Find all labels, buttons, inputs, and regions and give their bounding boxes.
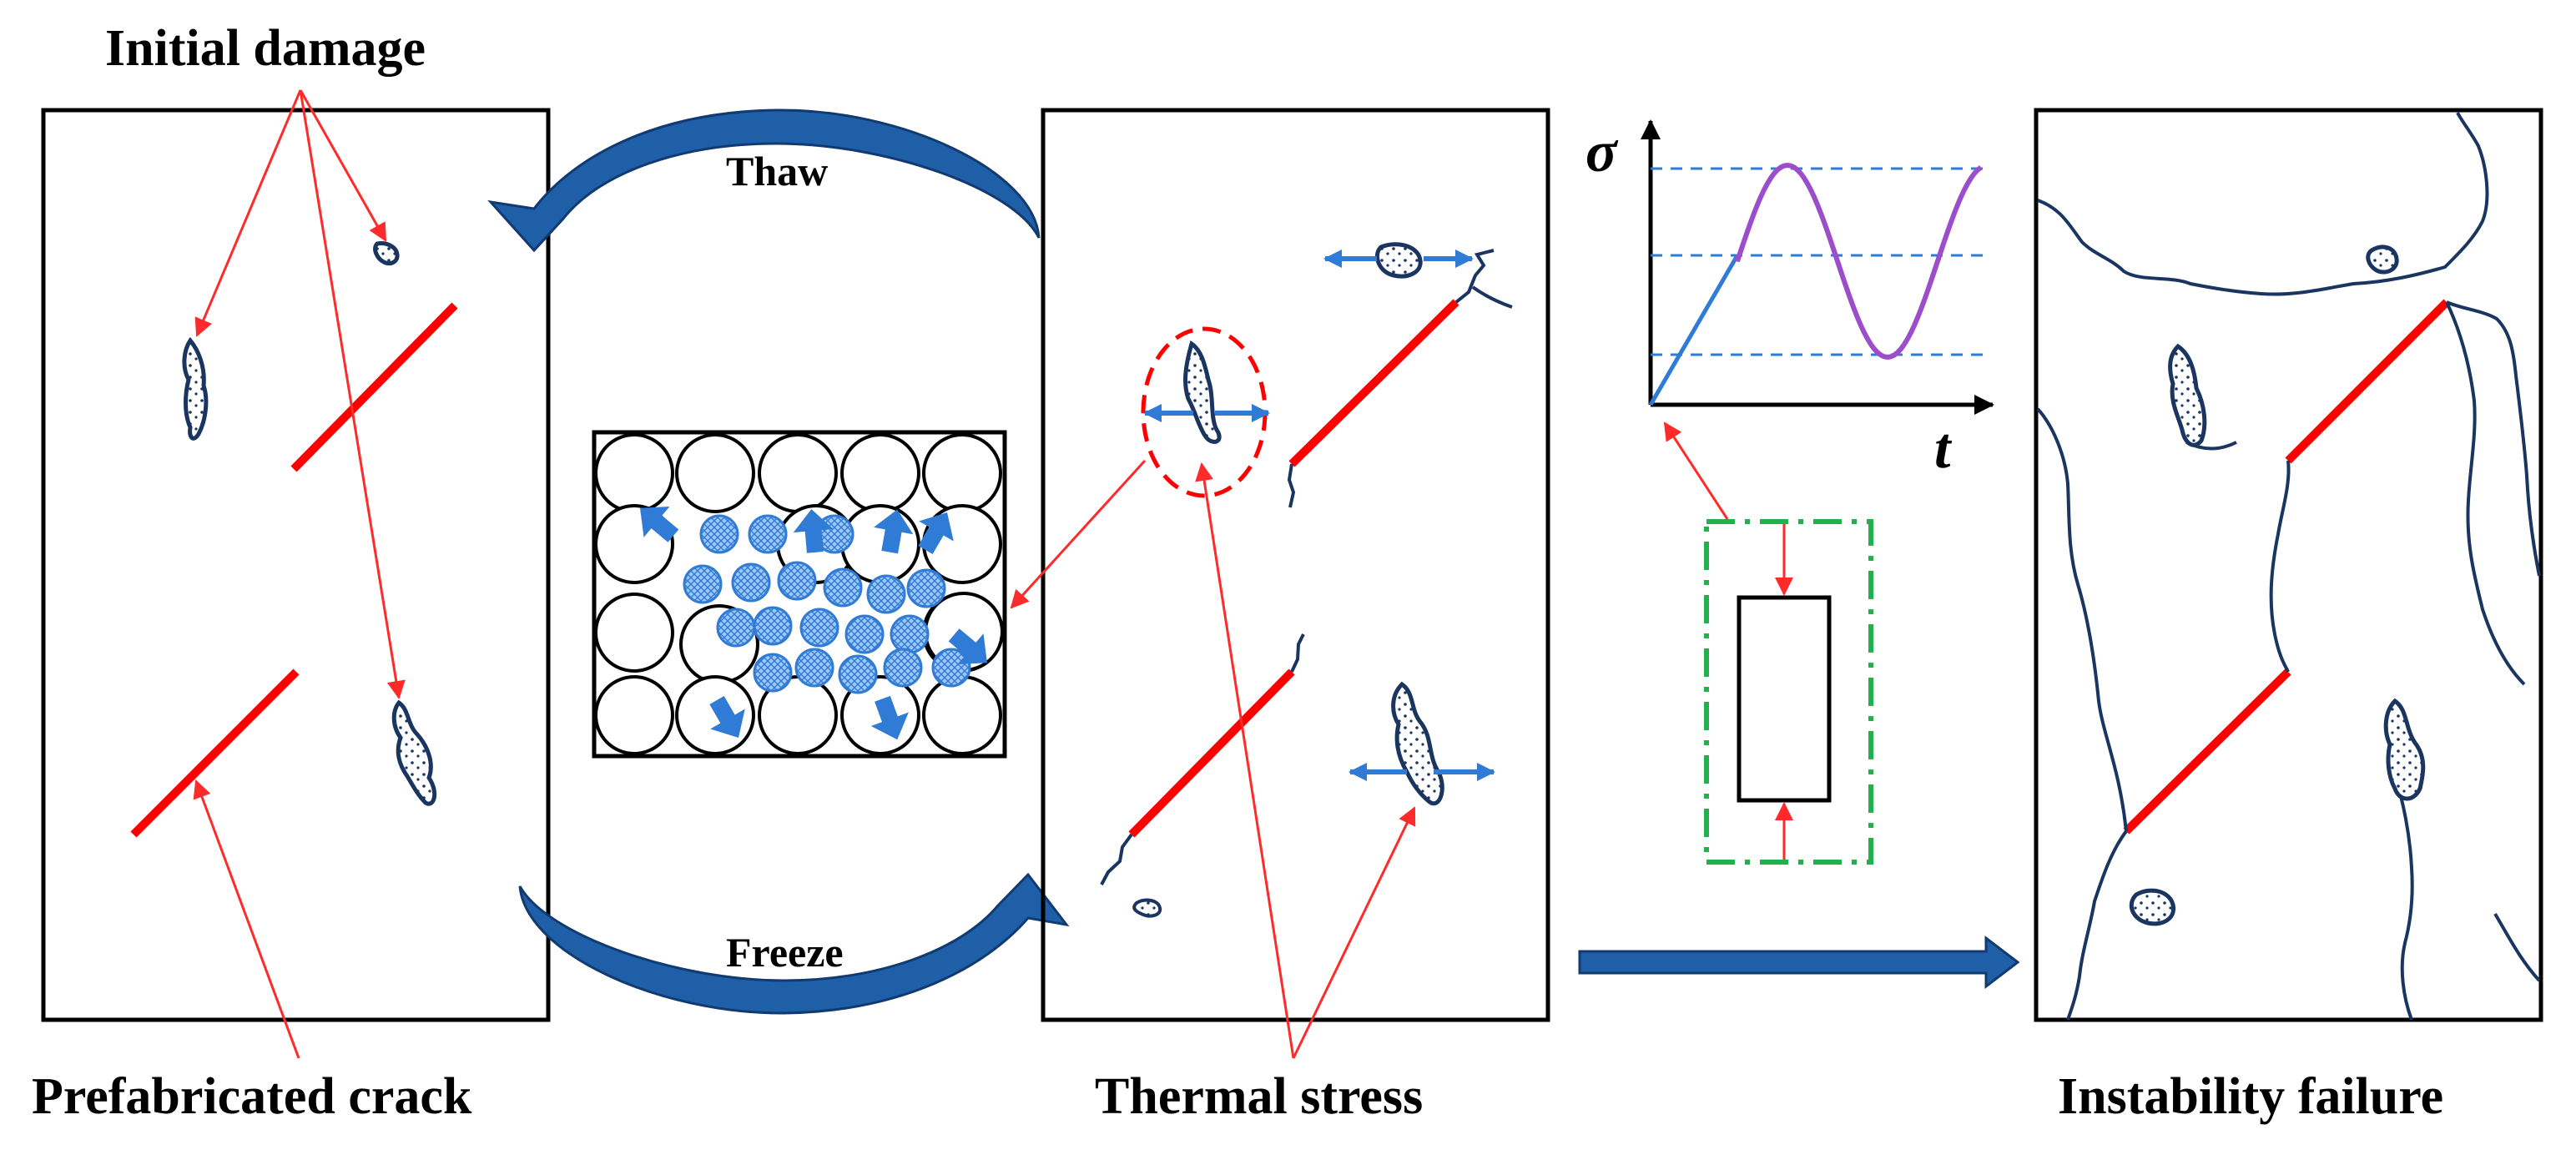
crack-extension	[1287, 463, 1296, 508]
ice-crystal	[844, 614, 885, 654]
damage-pore-failure-left	[2168, 343, 2207, 447]
prefabricated-crack-lower	[1128, 668, 1295, 838]
ice-crystal	[799, 608, 839, 648]
ice-crystal	[838, 654, 878, 694]
crack-extension	[1471, 285, 1513, 309]
damage-pore-right	[1391, 681, 1444, 806]
prefabricated-crack-lower	[130, 668, 300, 838]
thaw-arrow-icon	[487, 108, 1041, 253]
ice-crystal	[931, 648, 971, 688]
prefabricated-crack-lower	[2123, 668, 2291, 835]
ice-crystal	[777, 561, 817, 601]
specimen-loading-schematic	[1704, 519, 1873, 865]
freeze-arrow-icon	[518, 872, 1070, 1015]
loading-graph	[1641, 119, 1994, 415]
ramp-line	[1648, 254, 1740, 406]
specimen-panel-initial	[41, 108, 551, 1022]
progress-arrow-icon	[1578, 935, 2020, 990]
thaw-label: Thaw	[726, 148, 828, 194]
schematic-to-graph-arrow	[1663, 421, 1729, 520]
damage-pore-lower	[391, 699, 437, 806]
specimen-rectangle	[1737, 595, 1832, 803]
specimen-panel-thermal-stress	[1041, 108, 1550, 1022]
crack-extension	[1290, 633, 1305, 673]
soil-grain	[922, 675, 1002, 755]
ice-crystal	[748, 514, 788, 554]
initial-damage-label: Initial damage	[105, 20, 426, 77]
prefabricated-crack-upper	[1288, 299, 1459, 467]
ice-crystal	[753, 653, 793, 693]
damage-pore-failure-right	[2383, 698, 2426, 801]
ice-crystal	[906, 568, 946, 608]
soil-grain	[594, 433, 674, 513]
damage-pore-small	[373, 241, 400, 266]
pore-structure-box	[592, 430, 1007, 759]
soil-grain	[840, 504, 920, 584]
soil-grain	[840, 433, 920, 513]
ice-crystal	[866, 574, 906, 614]
soil-grain	[758, 433, 838, 513]
initial-damage-leaders	[194, 89, 406, 699]
ice-crystal	[699, 514, 739, 554]
ice-expansion-arrow-icon	[793, 509, 834, 553]
soil-grain	[594, 593, 674, 673]
soil-grain	[594, 675, 674, 755]
crack-extension	[1100, 833, 1133, 885]
damage-pore-left	[182, 336, 209, 441]
thermal-stress-label: Thermal stress	[1095, 1068, 1423, 1125]
soil-grain	[922, 433, 1002, 513]
damage-pore-top	[1375, 242, 1423, 279]
damage-pore-failure-small	[2366, 245, 2399, 275]
ice-expansion-arrow-icon	[918, 512, 954, 555]
ice-expansion-arrow-icon	[948, 628, 987, 664]
damage-pore-small	[1132, 898, 1162, 918]
damage-pore-circled	[1183, 340, 1222, 444]
ice-expansion-arrow-icon	[640, 507, 679, 542]
prefabricated-crack-upper	[290, 302, 458, 472]
fracture-network	[2036, 112, 2541, 1021]
pore-to-structure-leader	[1010, 459, 1147, 609]
damage-pore-failure-bottom	[2129, 888, 2176, 926]
prefabricated-crack-upper	[2285, 299, 2450, 464]
soil-grain	[675, 433, 755, 513]
prefabricated-crack-label: Prefabricated crack	[32, 1068, 472, 1125]
freeze-label: Freeze	[726, 929, 844, 976]
ice-crystal	[890, 614, 930, 654]
ice-crystal	[731, 562, 771, 603]
specimen-panel-failure	[2034, 108, 2543, 1022]
ice-crystal	[823, 567, 863, 608]
time-symbol: t	[1934, 416, 1953, 481]
ice-expansion-arrow-icon	[709, 695, 745, 738]
cyclic-load-curve	[1735, 162, 1983, 361]
ice-expansion-arrow-icon	[870, 695, 909, 740]
sigma-symbol: σ	[1585, 120, 1619, 184]
ice-crystal	[753, 606, 793, 646]
thermal-stress-leaders	[1195, 462, 1416, 1059]
ice-crystal	[883, 648, 923, 688]
ice-expansion-arrow-icon	[874, 509, 914, 554]
crack-extension	[1454, 249, 1495, 304]
ice-crystal	[794, 648, 834, 688]
ice-crystal	[683, 564, 723, 604]
instability-failure-label: Instability failure	[2058, 1068, 2443, 1125]
prefabricated-crack-leader	[193, 779, 300, 1059]
ice-crystal	[716, 608, 756, 648]
